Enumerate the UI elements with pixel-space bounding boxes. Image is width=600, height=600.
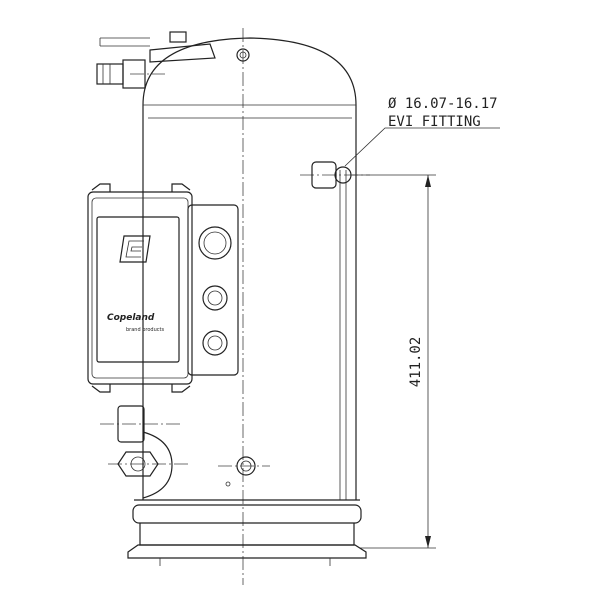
discharge-port: [117, 405, 145, 443]
evi-diameter-text: Ø 16.07-16.17: [388, 96, 498, 112]
suction-fitting: [96, 59, 146, 89]
brand-name: Copeland: [107, 313, 155, 323]
copeland-logo: [119, 235, 151, 263]
sight-glass: [225, 456, 256, 487]
compressor-shell: [142, 37, 357, 500]
terminal-box: [87, 183, 239, 393]
top-cap-fittings: [99, 31, 250, 63]
evi-leader-line: [344, 127, 500, 167]
evi-fitting-label: EVI FITTING: [388, 114, 481, 130]
brand-sub: brand products: [126, 327, 164, 333]
evi-fitting: [311, 161, 352, 189]
compressor-base: [127, 499, 367, 566]
height-dimension-text: 411.02: [408, 337, 424, 388]
oil-fitting: [117, 431, 173, 499]
height-dimension: [352, 174, 436, 549]
